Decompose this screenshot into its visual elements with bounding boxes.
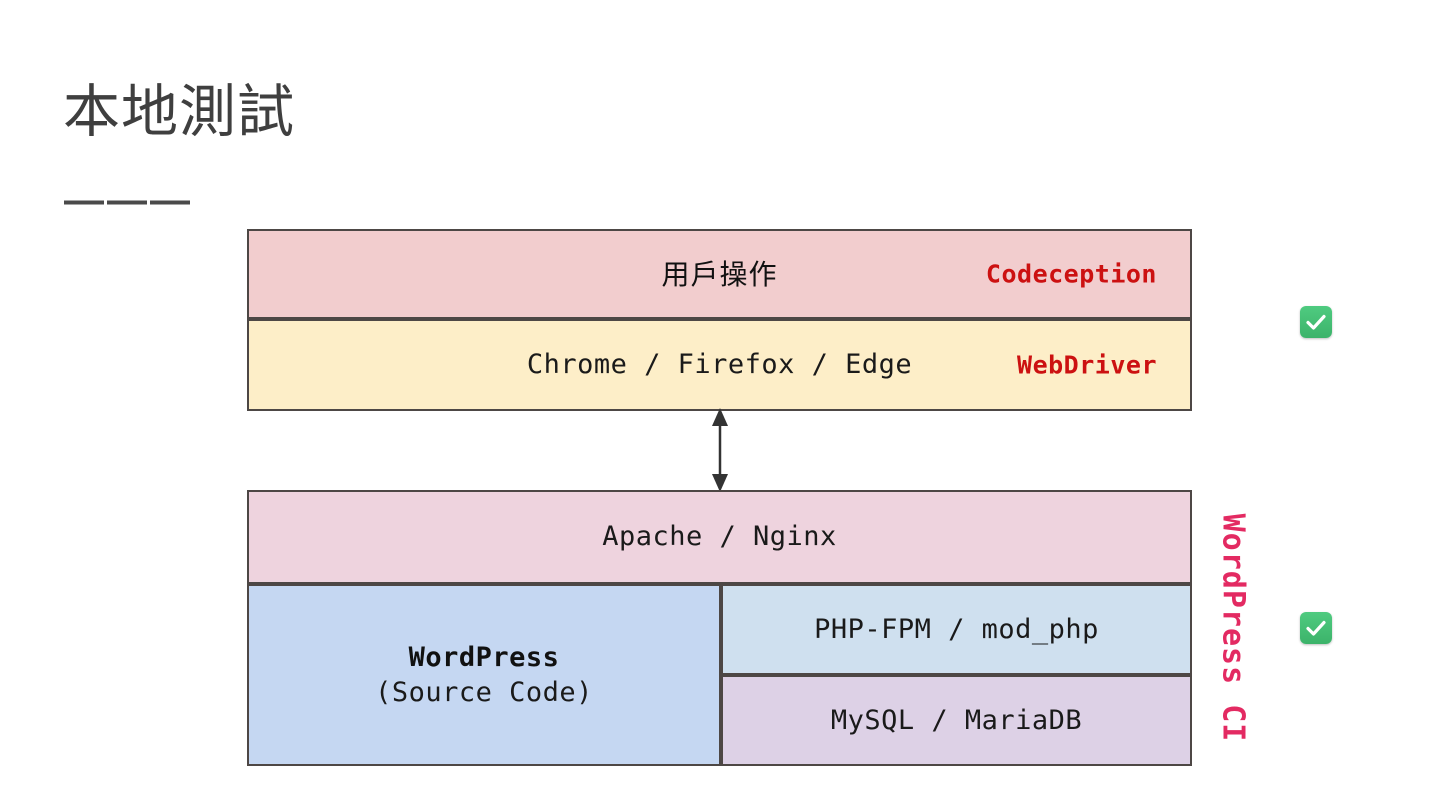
layer-php-runtime: PHP-FPM / mod_php (721, 584, 1192, 675)
status-badge-server (1300, 612, 1332, 644)
status-badge-client (1300, 306, 1332, 338)
layer-user-action: 用戶操作 Codeception (247, 229, 1192, 319)
layer-database: MySQL / MariaDB (721, 675, 1192, 766)
layer-browsers: Chrome / Firefox / Edge WebDriver (247, 319, 1192, 411)
bidirectional-arrow-icon (703, 408, 737, 492)
title-divider: ——— (64, 178, 193, 222)
layer-user-action-tech: Codeception (985, 259, 1157, 289)
layer-wordpress-label: WordPress (408, 642, 560, 673)
layer-web-server-label: Apache / Nginx (602, 521, 837, 553)
layer-wordpress-sublabel: (Source Code) (375, 677, 593, 708)
check-icon (1306, 314, 1326, 330)
layer-browsers-tech: WebDriver (1017, 350, 1157, 380)
layer-web-server: Apache / Nginx (247, 490, 1192, 584)
side-label-text: WordPress CI (1215, 513, 1251, 743)
layer-user-action-label: 用戶操作 (661, 257, 778, 291)
layer-php-runtime-label: PHP-FPM / mod_php (814, 613, 1099, 645)
layer-database-label: MySQL / MariaDB (830, 704, 1083, 736)
layer-browsers-label: Chrome / Firefox / Edge (526, 349, 913, 381)
page-title: 本地測試 (63, 81, 295, 144)
check-icon (1306, 620, 1326, 636)
layer-wordpress: WordPress (Source Code) (247, 584, 721, 766)
side-label-wordpress-ci: WordPress CI (1215, 490, 1251, 766)
